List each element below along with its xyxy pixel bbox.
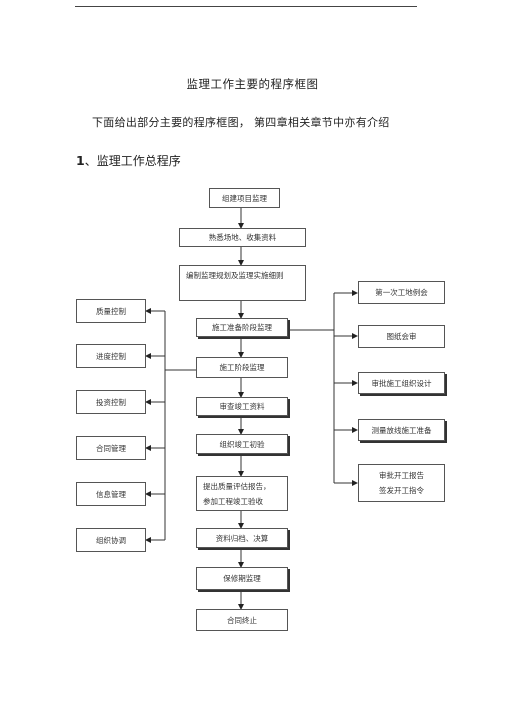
step-familiarize-site: 熟悉场地、收集资料 xyxy=(179,228,306,247)
management-contract: 合同管理 xyxy=(76,436,146,460)
step-archive-settlement: 资料归档、决算 xyxy=(196,528,288,548)
step-form-project-supervision: 组建项目监理 xyxy=(209,188,280,208)
intro-text: 下面给出部分主要的程序框图， 第四章相关章节中亦有介绍 xyxy=(92,116,390,129)
task-survey-preparation: 测量放线施工准备 xyxy=(358,419,445,441)
control-quality: 质量控制 xyxy=(76,299,146,323)
step-construction-stage: 施工阶段监理 xyxy=(196,357,288,378)
page-title: 监理工作主要的程序框图 xyxy=(186,77,319,91)
management-information: 信息管理 xyxy=(76,482,146,506)
task-first-site-meeting: 第一次工地例会 xyxy=(358,281,445,304)
step-quality-report-acceptance: 提出质量评估报告， 参加工程竣工验收 xyxy=(196,476,288,511)
step-preparation-stage: 施工准备阶段监理 xyxy=(196,318,288,337)
task-drawing-review: 图纸会审 xyxy=(358,325,445,348)
section-title: 、监理工作总程序 xyxy=(84,154,181,168)
top-rule xyxy=(75,6,417,7)
step-warranty-supervision: 保修期监理 xyxy=(196,567,288,590)
control-investment: 投资控制 xyxy=(76,390,146,414)
step-preliminary-acceptance: 组织竣工初验 xyxy=(196,434,288,454)
task-approve-construction-design: 审批施工组织设计 xyxy=(358,372,445,394)
section-number: 1 xyxy=(76,153,85,168)
section-heading: 1、监理工作总程序 xyxy=(76,152,181,169)
control-schedule: 进度控制 xyxy=(76,344,146,368)
task-approve-start-report: 审批开工报告 签发开工指令 xyxy=(358,464,445,502)
step-contract-termination: 合同终止 xyxy=(196,609,288,631)
step-supervision-plan: 编制监理规划及监理实施细则 xyxy=(179,265,306,301)
organization-coordination: 组织协调 xyxy=(76,528,146,552)
step-review-completion-docs: 审查竣工资料 xyxy=(196,397,288,416)
